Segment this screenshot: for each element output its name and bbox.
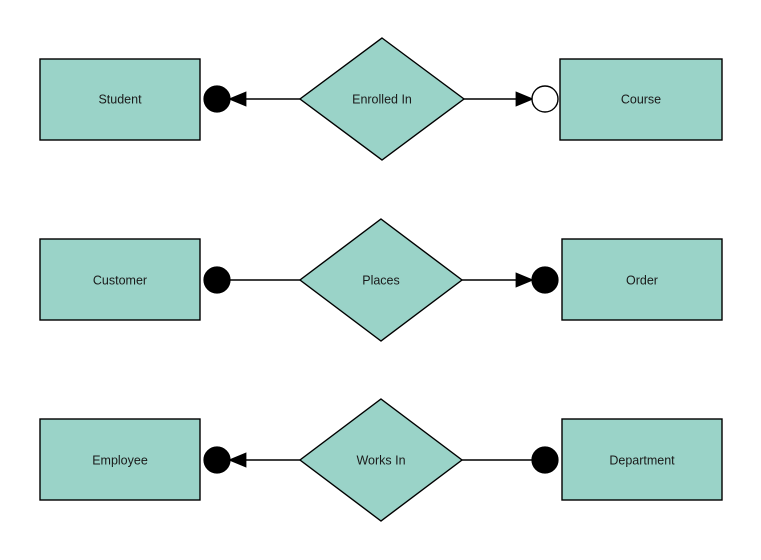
entity-order[interactable] <box>561 238 723 321</box>
cardinality-marker-order-filled-circle[interactable] <box>531 266 559 294</box>
entity-customer-label: Customer <box>93 273 147 287</box>
entity-student-label: Student <box>98 92 142 106</box>
relationship-row-enrolled-in: Student Enrolled In Course <box>39 37 723 161</box>
cardinality-marker-customer-filled-circle[interactable] <box>203 266 231 294</box>
entity-course[interactable] <box>559 58 723 141</box>
relationship-row-works-in: Employee Works In Department <box>39 398 723 522</box>
entity-department-label: Department <box>609 453 675 467</box>
relationship-row-places: Customer Places Order <box>39 218 723 342</box>
cardinality-marker-employee-filled-circle[interactable] <box>203 446 231 474</box>
arrowhead-right-order <box>515 272 535 288</box>
arrowhead-right-course <box>515 91 535 107</box>
arrowhead-left-employee <box>227 452 247 468</box>
entity-employee-label: Employee <box>92 453 148 467</box>
relationship-enrolled-in-label: Enrolled In <box>352 92 412 106</box>
entity-course-label: Course <box>621 92 661 106</box>
relationship-enrolled-in[interactable] <box>298 37 466 161</box>
entity-customer[interactable] <box>39 238 201 321</box>
cardinality-marker-department-filled-circle[interactable] <box>531 446 559 474</box>
cardinality-marker-student-filled-circle[interactable] <box>203 85 231 113</box>
relationship-works-in[interactable] <box>298 398 464 522</box>
relationship-places-label: Places <box>362 273 400 287</box>
cardinality-marker-course-hollow-circle[interactable] <box>531 85 559 113</box>
entity-department[interactable] <box>561 418 723 501</box>
relationship-works-in-label: Works In <box>356 453 405 467</box>
entity-order-label: Order <box>626 273 658 287</box>
relationship-places[interactable] <box>298 218 464 342</box>
entity-employee[interactable] <box>39 418 201 501</box>
entity-student[interactable] <box>39 58 201 141</box>
arrowhead-left-student <box>227 91 247 107</box>
